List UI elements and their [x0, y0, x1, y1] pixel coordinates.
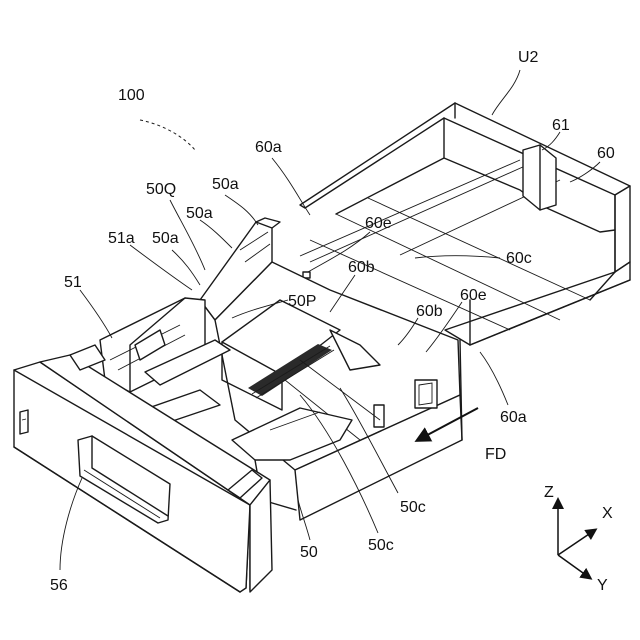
axis-triad: [558, 500, 595, 578]
label-50: 50: [300, 544, 318, 561]
label-60b-mid: 60b: [416, 303, 443, 320]
label-60c: 60c: [506, 250, 532, 267]
label-100: 100: [118, 87, 145, 104]
label-50a-2: 50a: [186, 205, 213, 222]
label-50c-1: 50c: [400, 499, 426, 516]
label-fd: FD: [485, 446, 506, 463]
label-60a-top: 60a: [255, 139, 282, 156]
label-51: 51: [64, 274, 82, 291]
axis-z-label: Z: [544, 484, 554, 501]
axis-y-label: Y: [597, 577, 608, 594]
label-60e-mid: 60e: [460, 287, 487, 304]
label-61: 61: [552, 117, 570, 134]
label-56: 56: [50, 577, 68, 594]
label-60e-top: 60e: [365, 215, 392, 232]
label-60: 60: [597, 145, 615, 162]
label-60b-top: 60b: [348, 259, 375, 276]
label-50a-1: 50a: [212, 176, 239, 193]
label-51a: 51a: [108, 230, 135, 247]
label-60a-right: 60a: [500, 409, 527, 426]
label-50a-3: 50a: [152, 230, 179, 247]
label-u2: U2: [518, 49, 539, 66]
axis-x-label: X: [602, 505, 613, 522]
label-50c-2: 50c: [368, 537, 394, 554]
label-50p: 50P: [288, 293, 316, 310]
label-50q: 50Q: [146, 181, 176, 198]
